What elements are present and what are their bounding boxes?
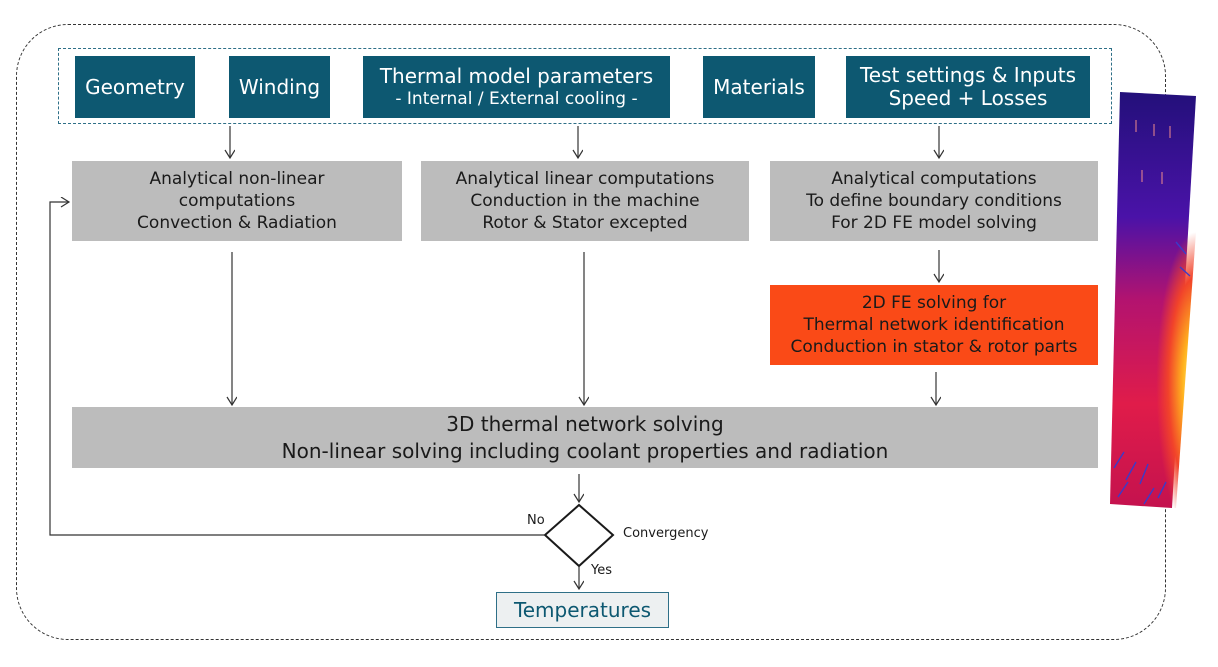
fe-solving-line3: Conduction in stator & rotor parts (790, 337, 1078, 357)
yes-label: Yes (591, 563, 612, 578)
network-solving-box: 3D thermal network solving Non-linear so… (72, 407, 1098, 468)
analytical-bc-line3: For 2D FE model solving (831, 213, 1037, 233)
analytical-nonlinear-line2: computations (178, 191, 296, 211)
test-settings-line1: Test settings & Inputs (859, 63, 1076, 87)
no-label: No (527, 513, 545, 528)
fe-solving-line1: 2D FE solving for (861, 293, 1007, 313)
inputs-frame (58, 48, 1112, 124)
analytical-nonlinear-box: Analytical non-linear computations Conve… (72, 161, 402, 241)
fe-solving-box: 2D FE solving for Thermal network identi… (770, 285, 1098, 365)
thermal-params-subtitle: - Internal / External cooling - (395, 88, 638, 109)
analytical-bc-line2: To define boundary conditions (806, 191, 1062, 211)
winding-box: Winding (229, 56, 330, 118)
analytical-bc-box: Analytical computations To define bounda… (770, 161, 1098, 241)
analytical-nonlinear-line1: Analytical non-linear (149, 169, 325, 189)
test-settings-line2: Speed + Losses (888, 86, 1048, 110)
temperatures-label: Temperatures (513, 598, 652, 622)
loop-back-line (49, 202, 544, 536)
analytical-linear-line1: Analytical linear computations (455, 169, 715, 189)
winding-label: Winding (238, 74, 321, 99)
fe-solving-line2: Thermal network identification (803, 315, 1065, 335)
analytical-linear-box: Analytical linear computations Conductio… (421, 161, 749, 241)
fe-thermal-map-image (1110, 92, 1196, 508)
analytical-linear-line3: Rotor & Stator excepted (482, 213, 688, 233)
test-settings-box: Test settings & Inputs Speed + Losses (846, 56, 1090, 118)
network-solving-line1: 3D thermal network solving (446, 411, 724, 436)
analytical-nonlinear-line3: Convection & Radiation (137, 213, 337, 233)
convergency-label: Convergency (623, 526, 709, 541)
geometry-box: Geometry (75, 56, 195, 118)
convergency-diamond (543, 503, 615, 568)
materials-label: Materials (713, 74, 805, 99)
network-solving-line2: Non-linear solving including coolant pro… (281, 438, 889, 463)
thermal-params-title: Thermal model parameters (379, 63, 654, 88)
materials-box: Materials (703, 56, 815, 118)
geometry-label: Geometry (85, 74, 185, 99)
thermal-params-box: Thermal model parameters - Internal / Ex… (363, 56, 670, 118)
analytical-linear-line2: Conduction in the machine (470, 191, 700, 211)
temperatures-box: Temperatures (496, 592, 669, 628)
analytical-bc-line1: Analytical computations (831, 169, 1037, 189)
